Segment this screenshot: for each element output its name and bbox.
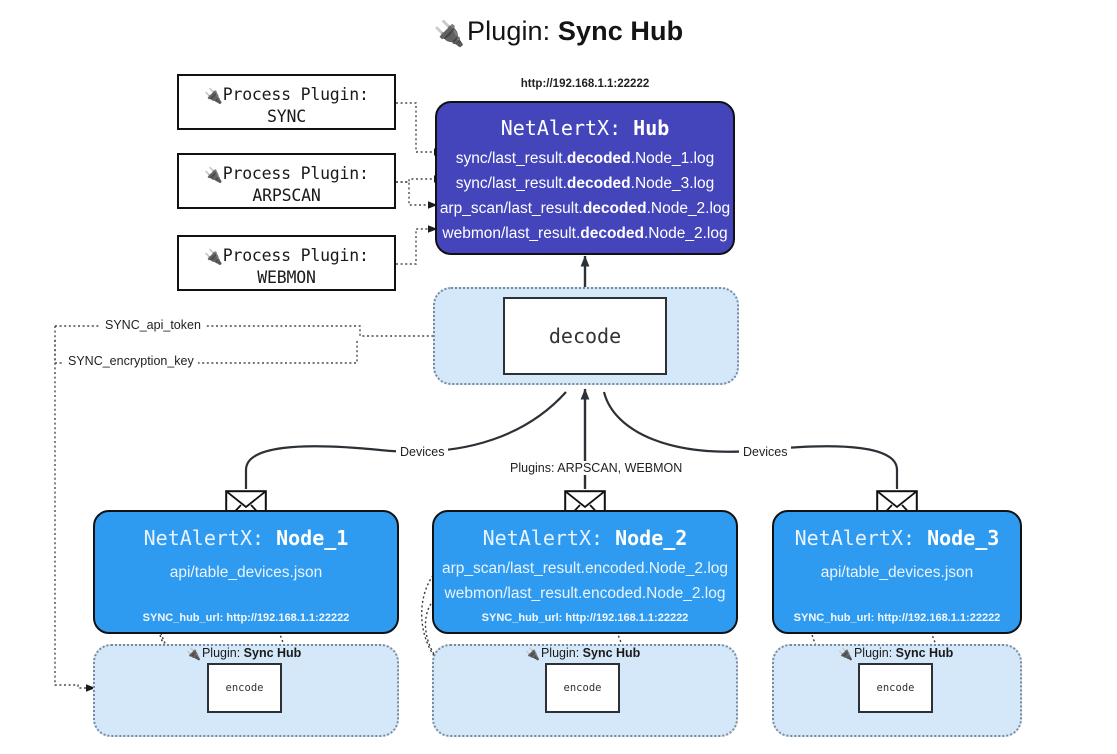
hub-url-label: http://192.168.1.1:22222 — [520, 78, 650, 90]
node-1-hub-url: SYNC_hub_url: http://192.168.1.1:22222 — [142, 612, 350, 624]
hub-log-lines: sync/last_result.decoded.Node_1.log sync… — [437, 146, 733, 246]
decode-box[interactable]: decode — [503, 297, 667, 375]
node-1[interactable]: NetAlertX: Node_1 api/table_devices.json… — [93, 510, 399, 634]
node-1-lines: api/table_devices.json — [95, 560, 397, 585]
node-2-line: arp_scan/last_result.encoded.Node_2.log — [441, 560, 729, 577]
process-plugin-arpscan[interactable]: 🔌Process Plugin: ARPSCAN — [177, 153, 396, 209]
hub-node[interactable]: NetAlertX: Hub sync/last_result.decoded.… — [435, 101, 735, 255]
encode-box-node-2[interactable]: encode — [545, 663, 620, 713]
node-3-hub-url: SYNC_hub_url: http://192.168.1.1:22222 — [793, 612, 1001, 624]
process-plugin-sync[interactable]: 🔌Process Plugin: SYNC — [177, 74, 396, 130]
plug-icon: 🔌 — [433, 20, 466, 48]
plug-icon: 🔌 — [204, 166, 223, 184]
plugin-tag-node-3: 🔌Plugin: Sync Hub — [838, 646, 954, 661]
node-2-title: NetAlertX: Node_2 — [482, 526, 688, 550]
process-plugin-arpscan-line1: 🔌Process Plugin: — [204, 164, 369, 184]
node-3[interactable]: NetAlertX: Node_3 api/table_devices.json… — [772, 510, 1022, 634]
devices-right-label: Devices — [739, 445, 792, 459]
sync-encryption-key-label: SYNC_encryption_key — [64, 354, 198, 368]
node-3-line: api/table_devices.json — [820, 564, 974, 581]
node-2-hub-url: SYNC_hub_url: http://192.168.1.1:22222 — [481, 612, 689, 624]
sync-api-token-label: SYNC_api_token — [101, 318, 205, 332]
plug-icon: 🔌 — [838, 647, 853, 661]
plug-icon: 🔌 — [186, 647, 201, 661]
hub-title: NetAlertX: Hub — [500, 116, 670, 140]
plug-icon: 🔌 — [204, 87, 223, 105]
process-plugin-webmon-line2: WEBMON — [257, 268, 316, 288]
process-plugin-sync-line2: SYNC — [267, 107, 306, 127]
hub-log-line: webmon/last_result.decoded.Node_2.log — [442, 225, 728, 243]
devices-left-label: Devices — [396, 445, 449, 459]
node-2-line: webmon/last_result.encoded.Node_2.log — [444, 585, 726, 603]
process-plugin-arpscan-line2: ARPSCAN — [252, 186, 321, 206]
hub-log-line: sync/last_result.decoded.Node_3.log — [455, 175, 715, 193]
node-3-title: NetAlertX: Node_3 — [794, 526, 1000, 550]
node-2-lines: arp_scan/last_result.encoded.Node_2.log … — [434, 556, 736, 606]
plugin-tag-node-2: 🔌Plugin: Sync Hub — [525, 646, 641, 661]
node-3-lines: api/table_devices.json — [774, 560, 1020, 585]
page-title-name: Sync Hub — [557, 16, 684, 46]
page-title-prefix: Plugin: — [467, 16, 558, 46]
hub-log-line: arp_scan/last_result.decoded.Node_2.log — [439, 200, 731, 218]
process-plugin-sync-line1: 🔌Process Plugin: — [204, 85, 369, 105]
hub-log-line: sync/last_result.decoded.Node_1.log — [455, 150, 715, 167]
node-2[interactable]: NetAlertX: Node_2 arp_scan/last_result.e… — [432, 510, 738, 634]
plugin-tag-node-1: 🔌Plugin: Sync Hub — [186, 646, 302, 661]
process-plugin-webmon-line1: 🔌Process Plugin: — [204, 246, 369, 266]
encode-box-node-3[interactable]: encode — [858, 663, 933, 713]
node-1-line: api/table_devices.json — [169, 564, 323, 581]
plug-icon: 🔌 — [525, 647, 540, 661]
process-plugin-webmon[interactable]: 🔌Process Plugin: WEBMON — [177, 235, 396, 291]
plugins-center-label: Plugins: ARPSCAN, WEBMON — [506, 461, 687, 475]
node-1-title: NetAlertX: Node_1 — [143, 526, 349, 550]
page-title: 🔌Plugin: Sync Hub — [0, 16, 1117, 49]
plug-icon: 🔌 — [204, 248, 223, 266]
encode-box-node-1[interactable]: encode — [207, 663, 282, 713]
